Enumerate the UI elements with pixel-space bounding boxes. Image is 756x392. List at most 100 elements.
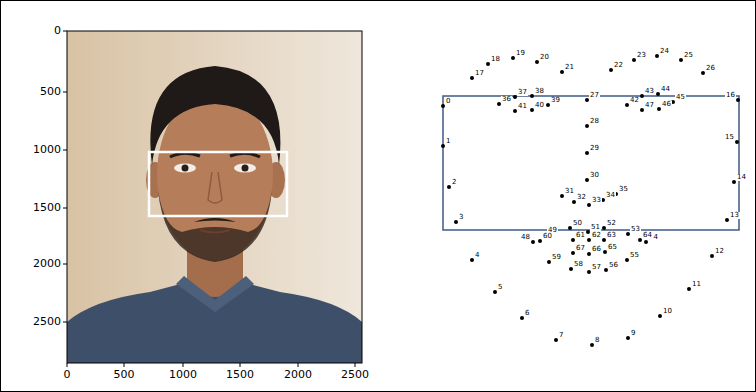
beard	[158, 190, 272, 262]
landmark-number: 28	[589, 118, 600, 125]
landmark-number: 29	[589, 145, 600, 152]
landmark-number: 35	[618, 186, 629, 193]
landmark-number: 25	[683, 52, 694, 59]
landmark-number: 58	[573, 261, 584, 268]
tick-label: 2000	[33, 258, 61, 270]
landmark-number: 59	[551, 254, 562, 261]
photo-background	[67, 31, 362, 363]
landmark-number: 33	[591, 197, 602, 204]
landmark-number: 51	[590, 224, 601, 231]
tick-label: 0	[64, 369, 71, 381]
landmark-number: 67	[575, 245, 586, 252]
tick-label: 1000	[169, 369, 197, 381]
landmark-number: 3	[458, 214, 464, 221]
landmark-number: 6	[524, 310, 530, 317]
landmark-number: 37	[517, 89, 528, 96]
axes-frame	[67, 31, 362, 363]
landmark-number: 23	[636, 52, 647, 59]
landmark-number: 53	[630, 226, 641, 233]
landmark-number: 40	[534, 102, 545, 109]
y-ticks	[63, 31, 67, 322]
landmark-number: 34	[605, 192, 616, 199]
landmark-number: 32	[576, 194, 587, 201]
landmark-number: 30	[589, 172, 600, 179]
nose	[208, 172, 222, 203]
landmark-number: 62	[591, 232, 602, 239]
landmark-number: 38	[534, 88, 545, 95]
tick	[63, 31, 67, 32]
face-crop-box	[149, 152, 287, 216]
landmark-number: 7	[558, 332, 564, 339]
pupil	[182, 165, 189, 172]
landmark-number: 48	[520, 234, 531, 241]
landmark-points	[441, 54, 740, 347]
landmark-number: 13	[729, 212, 740, 219]
landmark-number: 50	[572, 220, 583, 227]
landmark-number: 43	[644, 88, 655, 95]
landmark-number: 60	[542, 233, 553, 240]
landmark-dot	[735, 140, 739, 144]
landmark-number: 52	[606, 220, 617, 227]
tick-label: 500	[114, 369, 135, 381]
tick	[183, 363, 184, 367]
landmark-number: 42	[629, 97, 640, 104]
landmark-number: 19	[515, 50, 526, 57]
tick-label: 2500	[341, 369, 369, 381]
tick	[63, 322, 67, 323]
tick-label: 1500	[33, 202, 61, 214]
tick	[63, 150, 67, 151]
landmark-number: 5	[497, 284, 503, 291]
landmark-number: 9	[630, 330, 636, 337]
tick	[67, 363, 68, 367]
landmark-number: 20	[539, 54, 550, 61]
landmark-number: 44	[660, 86, 671, 93]
landmark-number: 26	[705, 65, 716, 72]
tick	[63, 208, 67, 209]
tick	[240, 363, 241, 367]
tick-label: 1500	[226, 369, 254, 381]
tick-label: 2500	[33, 316, 61, 328]
landmark-number: 11	[691, 281, 702, 288]
landmark-number: 10	[662, 308, 673, 315]
landmark-number: 36	[501, 96, 512, 103]
landmark-number: 27	[589, 92, 600, 99]
eyebrow	[170, 153, 200, 157]
landmark-number: 56	[608, 262, 619, 269]
eye	[234, 164, 256, 173]
landmark-number: 14	[736, 174, 747, 181]
photo	[67, 31, 362, 363]
landmark-number: 41	[517, 103, 528, 110]
tick	[63, 264, 67, 265]
tick	[298, 363, 299, 367]
landmark-number: 21	[564, 64, 575, 71]
landmark-number: 61	[575, 232, 586, 239]
pupil	[242, 165, 249, 172]
mouth	[200, 230, 230, 233]
landmark-number: 1	[445, 138, 451, 145]
face-crop-box	[443, 96, 739, 230]
landmark-number: 12	[714, 248, 725, 255]
landmark-number: 22	[613, 62, 624, 69]
landmark-number: 15	[724, 134, 735, 141]
landmark-number: 39	[550, 97, 561, 104]
tick	[355, 363, 356, 367]
landmark-number: 31	[564, 188, 575, 195]
eyebrow	[230, 153, 260, 157]
tick	[124, 363, 125, 367]
x-ticks	[67, 363, 355, 367]
landmark-number: 65	[607, 244, 618, 251]
landmark-number: 4	[474, 252, 480, 259]
tick-label: 0	[54, 25, 61, 37]
hair	[150, 66, 280, 165]
landmark-number: 18	[490, 56, 501, 63]
landmark-number: 45	[675, 94, 686, 101]
landmark-number: 0	[445, 98, 451, 105]
tick	[63, 92, 67, 93]
landmark-number: 47	[644, 102, 655, 109]
landmark-number: 63	[606, 232, 617, 239]
tick-label: 1000	[33, 144, 61, 156]
landmark-number: 55	[629, 252, 640, 259]
landmark-number: 8	[594, 337, 600, 344]
